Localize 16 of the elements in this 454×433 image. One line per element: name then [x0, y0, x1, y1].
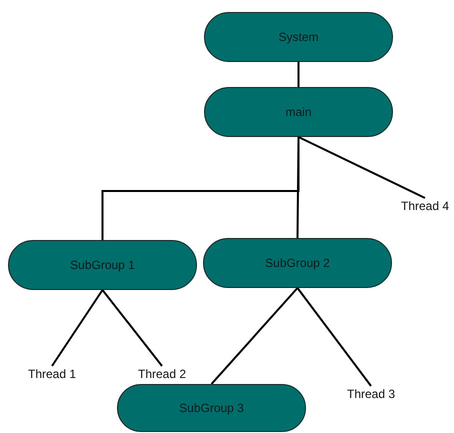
thread-label: Thread 4 [398, 198, 452, 213]
group-pill: SubGroup 1 [8, 240, 197, 290]
connector-line [296, 136, 300, 238]
connector-line [298, 62, 300, 87]
connector-line [51, 289, 104, 367]
thread-label: Thread 1 [24, 366, 80, 381]
connector-line [102, 289, 163, 367]
connector-line [298, 136, 426, 199]
group-pill: SubGroup 2 [203, 238, 392, 288]
group-pill: SubGroup 3 [117, 384, 306, 432]
connector-line [210, 287, 298, 385]
thread-label: Thread 2 [134, 366, 190, 381]
thread-label: Thread 3 [343, 386, 399, 401]
connector-line [296, 287, 372, 387]
group-pill: System [204, 12, 393, 62]
group-pill: main [204, 87, 393, 137]
